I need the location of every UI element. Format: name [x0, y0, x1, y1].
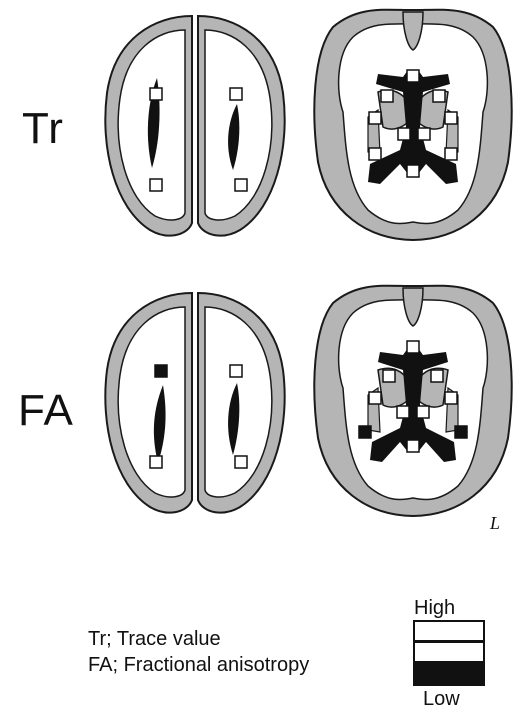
scale-step-low	[414, 663, 484, 685]
legend-line-fa: FA; Fractional anisotropy	[88, 652, 309, 678]
right-hemisphere	[198, 16, 285, 236]
scale-low-label: Low	[423, 688, 460, 711]
roi-left-lower	[150, 179, 162, 191]
roi-left-upper	[150, 88, 162, 100]
legend: Tr; Trace value FA; Fractional anisotrop…	[88, 626, 309, 678]
roi-right-upper	[230, 88, 242, 100]
row-label-tr: Tr	[22, 104, 64, 154]
left-hemisphere	[105, 16, 192, 236]
scale-step-high	[414, 621, 484, 641]
left-hemisphere	[105, 293, 192, 513]
tr-superior-brain-diagram	[95, 8, 295, 243]
fa-superior-brain-diagram	[95, 285, 295, 520]
legend-line-tr: Tr; Trace value	[88, 626, 309, 652]
roi-right-upper	[230, 365, 242, 377]
roi-left-upper	[155, 365, 167, 377]
fa-axial-brain-diagram	[308, 278, 518, 523]
tr-axial-brain-diagram	[308, 2, 518, 247]
scale-high-label: High	[414, 597, 455, 620]
roi-left-lower	[150, 456, 162, 468]
orientation-label: L	[490, 513, 500, 534]
row-label-fa: FA	[18, 386, 74, 436]
intensity-scale-bar	[413, 620, 485, 686]
roi-right-lower	[235, 456, 247, 468]
scale-step-mid	[414, 642, 484, 662]
right-hemisphere	[198, 293, 285, 513]
roi-right-lower	[235, 179, 247, 191]
